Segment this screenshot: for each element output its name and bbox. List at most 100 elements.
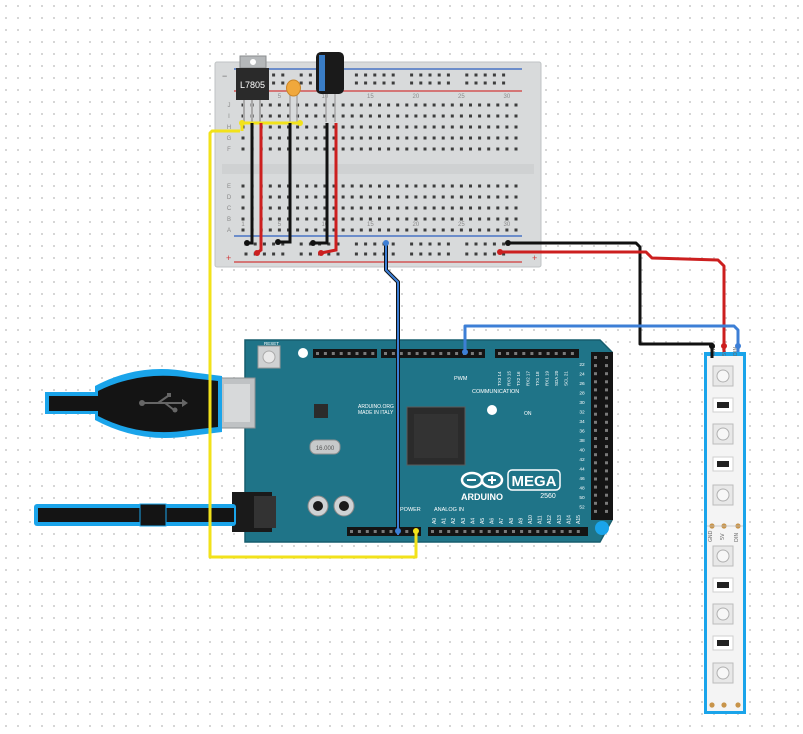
breadboard-hole <box>387 103 391 107</box>
breadboard-hole <box>350 184 354 188</box>
digital-pin-label: 51 <box>613 495 619 501</box>
rail-hole <box>492 252 496 256</box>
header-pin <box>605 380 608 384</box>
rail-hole <box>465 81 469 85</box>
breadboard-hole <box>341 195 345 199</box>
header-pin <box>568 530 572 533</box>
breadboard-hole <box>241 217 245 221</box>
digital-pin-label: 22 <box>579 362 585 368</box>
column-number: 5 <box>278 94 282 100</box>
led-strip: GND 5V DIN GND 5V DIN <box>704 344 746 714</box>
rail-hole <box>364 81 368 85</box>
arduino-header-pins <box>316 352 608 533</box>
breadboard-hole <box>368 195 372 199</box>
rail-hole <box>364 73 368 77</box>
rail-hole <box>364 242 368 246</box>
breadboard-hole <box>387 114 391 118</box>
breadboard-hole <box>350 136 354 140</box>
comm-pin-label: SCL 21 <box>564 371 569 386</box>
rail-hole <box>428 73 432 77</box>
rail-hole <box>281 242 285 246</box>
header-top-left <box>313 349 377 358</box>
breadboard-hole <box>487 114 491 118</box>
breadboard-hole <box>241 195 245 199</box>
breadboard-hole <box>414 195 418 199</box>
breadboard-hole <box>314 184 318 188</box>
made-in-line-2: MADE IN ITALY <box>358 410 394 416</box>
breadboard-hole <box>432 184 436 188</box>
breadboard-hole <box>341 114 345 118</box>
breadboard-hole <box>505 217 509 221</box>
breadboard-hole <box>505 103 509 107</box>
breadboard-hole <box>450 184 454 188</box>
breadboard-hole <box>441 228 445 232</box>
breadboard-hole <box>405 114 409 118</box>
rail-hole <box>308 73 312 77</box>
breadboard-hole <box>487 206 491 210</box>
row-letter: E <box>227 184 231 190</box>
rail-hole <box>446 242 450 246</box>
breadboard-hole <box>496 147 500 151</box>
analog-pin-label: A11 <box>538 515 544 524</box>
analog-pin-label: A4 <box>470 518 476 524</box>
breadboard-hole <box>332 217 336 221</box>
led-lens <box>716 607 730 621</box>
breadboard-hole <box>323 195 327 199</box>
header-pin <box>487 530 491 533</box>
breadboard-hole <box>314 217 318 221</box>
rail-hole <box>419 73 423 77</box>
breadboard-hole <box>332 195 336 199</box>
rail-hole <box>253 242 257 246</box>
header-pin <box>447 530 451 533</box>
breadboard-hole <box>341 217 345 221</box>
wire-endpoints <box>239 120 741 534</box>
breadboard-hole <box>268 114 272 118</box>
power-section-label: POWER <box>400 507 421 513</box>
column-number: 5 <box>278 222 282 228</box>
rail-minus-label: − <box>222 71 227 81</box>
breadboard-hole <box>359 195 363 199</box>
breadboard-hole <box>323 136 327 140</box>
digital-pin-label: 53 <box>613 505 619 511</box>
digital-pin-label: 31 <box>613 400 619 406</box>
mounting-hole-3 <box>595 521 609 535</box>
breadboard-hole <box>277 217 281 221</box>
digital-pin-label: 36 <box>579 429 585 435</box>
comm-pin-label: TX3 14 <box>497 371 502 386</box>
digital-pin-label: 32 <box>579 410 585 416</box>
breadboard-hole <box>323 147 327 151</box>
header-pin <box>594 493 597 497</box>
breadboard-hole <box>268 147 272 151</box>
rail-hole <box>428 242 432 246</box>
strip-mid-label-5v: 5V <box>720 533 726 540</box>
breadboard-hole <box>368 114 372 118</box>
strip-cut-pad <box>709 702 715 708</box>
smd-resistor <box>717 402 729 408</box>
breadboard-hole <box>514 114 518 118</box>
header-pin <box>594 501 597 505</box>
breadboard-hole <box>514 136 518 140</box>
breadboard-hole <box>496 206 500 210</box>
digital-pin-label: 33 <box>613 410 619 416</box>
breadboard-hole <box>478 114 482 118</box>
header-pin <box>373 530 377 533</box>
header-pin <box>605 404 608 408</box>
breadboard-hole <box>405 125 409 129</box>
digital-pin-label: 39 <box>613 438 619 444</box>
column-number: 15 <box>367 222 374 228</box>
breadboard-hole <box>368 206 372 210</box>
header-pin <box>381 530 385 533</box>
breadboard-hole <box>332 136 336 140</box>
header-pin <box>594 412 597 416</box>
header-pin <box>323 352 327 355</box>
header-pin <box>594 469 597 473</box>
breadboard-hole <box>378 147 381 151</box>
breadboard-hole <box>478 217 482 221</box>
reset-button-cap[interactable] <box>262 350 276 364</box>
row-letter: G <box>227 136 232 142</box>
rail-hole <box>437 252 441 256</box>
analog-pin-label: A1 <box>442 518 448 524</box>
header-pin <box>570 352 574 355</box>
rail-hole <box>492 242 496 246</box>
breadboard-hole <box>305 184 309 188</box>
